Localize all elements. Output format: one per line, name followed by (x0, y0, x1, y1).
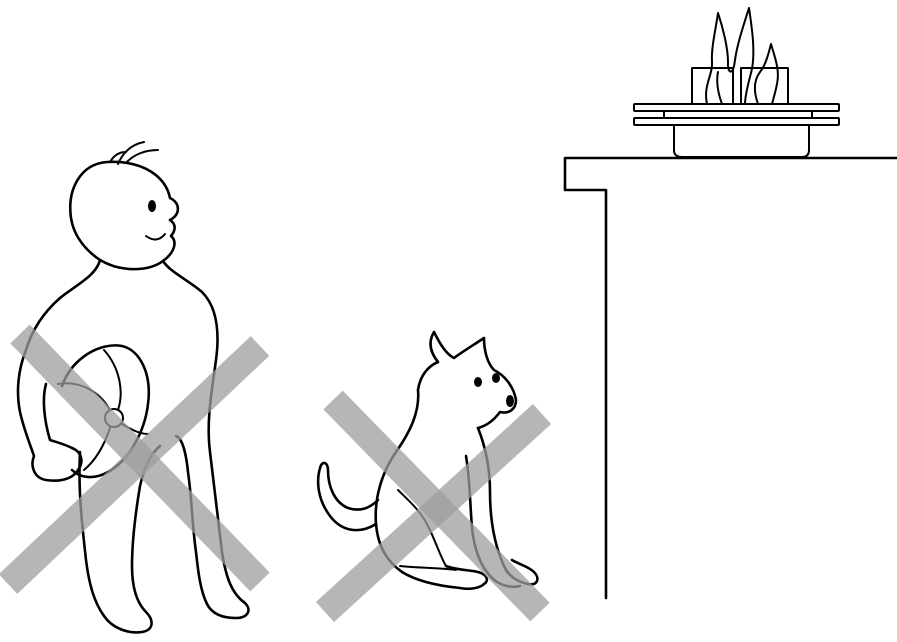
cat-eye-1 (474, 377, 482, 387)
child-head (70, 162, 178, 269)
child-mouth (146, 234, 165, 240)
cat-nose (506, 395, 514, 407)
burner-bowl (674, 126, 809, 157)
kitchen-counter (565, 158, 897, 598)
child-eye (148, 200, 156, 212)
cat-head (431, 332, 516, 428)
cat-tail (318, 463, 378, 530)
pan-left (692, 68, 733, 104)
grate-top (634, 104, 839, 111)
grate-bottom (634, 118, 839, 125)
cat-ear-left (418, 362, 438, 390)
cat-eye-2 (492, 373, 500, 383)
prohibition-cross-child (8, 334, 260, 584)
prohibition-cross-cat (325, 400, 542, 612)
hob (634, 68, 839, 157)
